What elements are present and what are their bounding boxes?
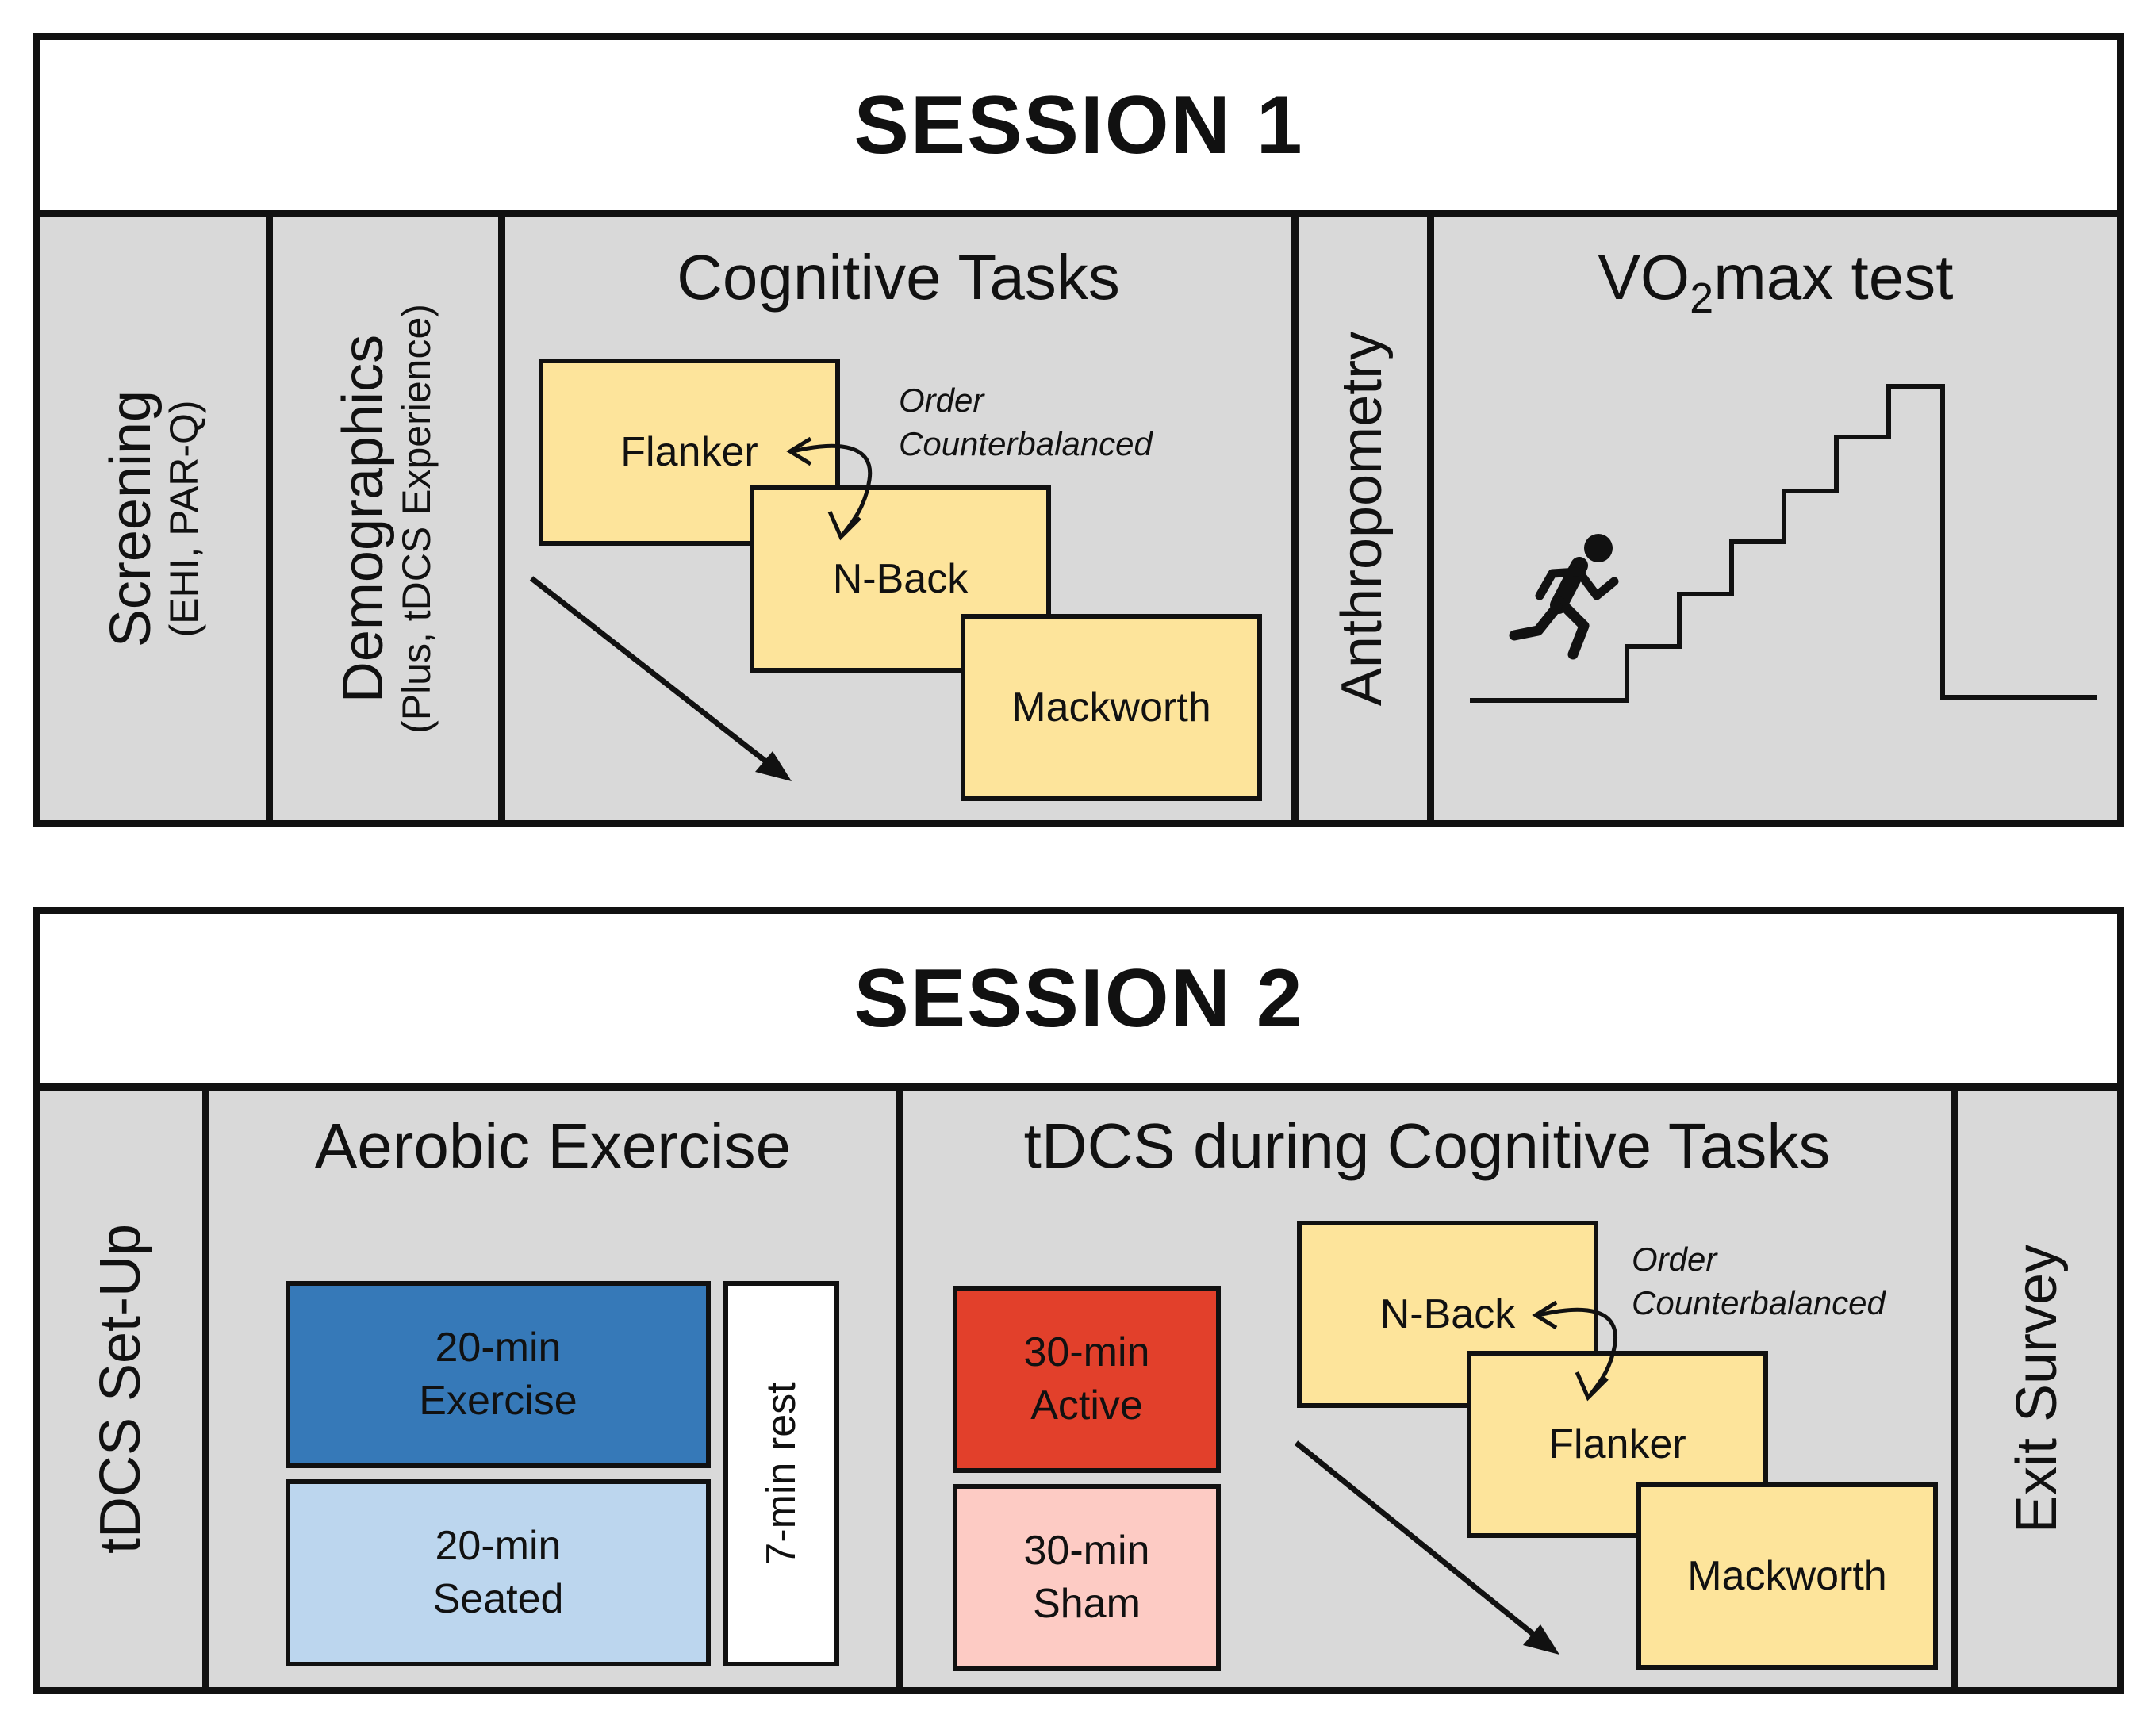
demographics-sub: (Plus, tDCS Experience)	[393, 304, 439, 734]
task-box-mackworth-s2: Mackworth	[1636, 1482, 1938, 1670]
exercise-condition-line1: 20-min	[435, 1325, 562, 1371]
session1-title: SESSION 1	[854, 79, 1304, 171]
tdcs-cognitive-panel: tDCS during Cognitive Tasks 30-min Activ…	[896, 1083, 1958, 1694]
seated-condition-label: 20-min Seated	[433, 1520, 564, 1625]
sham-stim-line1: 30-min	[1023, 1528, 1150, 1574]
active-stim-line2: Active	[1030, 1383, 1143, 1429]
counterbalance-arrow-s2	[1532, 1300, 1618, 1402]
sham-stim-box: 30-min Sham	[953, 1484, 1221, 1671]
vo2max-prefix: VO	[1598, 242, 1690, 313]
demographics-label-group: Demographics (Plus, tDCS Experience)	[332, 304, 439, 734]
seated-condition-box: 20-min Seated	[286, 1479, 711, 1666]
demographics-panel: Demographics (Plus, tDCS Experience)	[266, 210, 505, 827]
order-note-s2-line2: Counterbalanced	[1632, 1283, 1886, 1321]
tdcs-cognitive-title: tDCS during Cognitive Tasks	[1023, 1110, 1831, 1181]
rest-label: 7-min rest	[758, 1382, 804, 1566]
anthropometry-panel: Anthropometry	[1291, 210, 1434, 827]
seated-condition-line1: 20-min	[435, 1523, 562, 1570]
active-stim-line1: 30-min	[1023, 1329, 1150, 1376]
sequence-arrow-s1	[529, 576, 792, 781]
task-label-mackworth-s2: Mackworth	[1687, 1552, 1887, 1599]
rest-box: 7-min rest	[723, 1281, 839, 1666]
task-box-mackworth-s1: Mackworth	[961, 614, 1262, 801]
screening-label-group: Screening (EHI, PAR-Q)	[99, 389, 206, 648]
anthropometry-label: Anthropometry	[1330, 331, 1394, 707]
seated-condition-line2: Seated	[432, 1576, 564, 1622]
session2-title: SESSION 2	[854, 952, 1304, 1045]
screening-panel: Screening (EHI, PAR-Q)	[33, 210, 273, 827]
task-label-flanker-s2: Flanker	[1548, 1421, 1686, 1467]
aerobic-exercise-panel: Aerobic Exercise 20-min Exercise 20-min …	[202, 1083, 903, 1694]
aerobic-exercise-title: Aerobic Exercise	[314, 1110, 792, 1181]
staircase-protocol-graphic	[1470, 384, 2097, 703]
exercise-condition-box: 20-min Exercise	[286, 1281, 711, 1468]
order-note-s1: Order Counterbalanced	[899, 379, 1153, 466]
vo2max-panel: VO2max test	[1427, 210, 2124, 827]
tdcs-setup-label-group: tDCS Set-Up	[89, 1223, 153, 1555]
vo2max-subscript: 2	[1690, 274, 1714, 322]
vo2max-title: VO2max test	[1434, 241, 2117, 323]
task-label-nback-s2: N-Back	[1379, 1291, 1516, 1337]
sequence-arrow-s2	[1294, 1440, 1559, 1655]
order-note-s2-line1: Order	[1632, 1241, 1717, 1278]
tdcs-setup-panel: tDCS Set-Up	[33, 1083, 209, 1694]
cognitive-tasks-title: Cognitive Tasks	[677, 242, 1120, 313]
exit-survey-label: Exit Survey	[2004, 1244, 2069, 1534]
exit-survey-panel: Exit Survey	[1951, 1083, 2124, 1694]
exercise-condition-line2: Exercise	[419, 1378, 577, 1424]
sham-stim-label: 30-min Sham	[1024, 1524, 1150, 1630]
exit-survey-label-group: Exit Survey	[2004, 1244, 2069, 1534]
sham-stim-line2: Sham	[1033, 1581, 1141, 1627]
active-stim-box: 30-min Active	[953, 1286, 1221, 1473]
task-label-flanker-s1: Flanker	[620, 428, 758, 475]
cognitive-tasks-panel: Cognitive Tasks Order Counterbalanced Fl…	[498, 210, 1299, 827]
order-note-s1-line1: Order	[899, 382, 984, 419]
order-note-s2: Order Counterbalanced	[1632, 1238, 1886, 1325]
screening-label: Screening	[99, 389, 163, 648]
running-person-icon	[1509, 534, 1619, 660]
order-note-s1-line2: Counterbalanced	[899, 424, 1153, 462]
task-label-mackworth-s1: Mackworth	[1011, 684, 1211, 731]
anthropometry-label-group: Anthropometry	[1330, 331, 1394, 707]
exercise-condition-label: 20-min Exercise	[419, 1321, 577, 1427]
demographics-label: Demographics	[332, 334, 396, 704]
counterbalance-arrow-s1	[786, 436, 873, 541]
active-stim-label: 30-min Active	[1024, 1326, 1150, 1432]
screening-sub: (EHI, PAR-Q)	[161, 400, 206, 638]
session1-header: SESSION 1	[33, 33, 2124, 217]
tdcs-setup-label: tDCS Set-Up	[89, 1223, 153, 1555]
session2-header: SESSION 2	[33, 907, 2124, 1091]
task-box-nback-s1: N-Back	[750, 485, 1051, 673]
vo2max-suffix: max test	[1713, 242, 1954, 313]
task-label-nback-s1: N-Back	[832, 555, 969, 602]
